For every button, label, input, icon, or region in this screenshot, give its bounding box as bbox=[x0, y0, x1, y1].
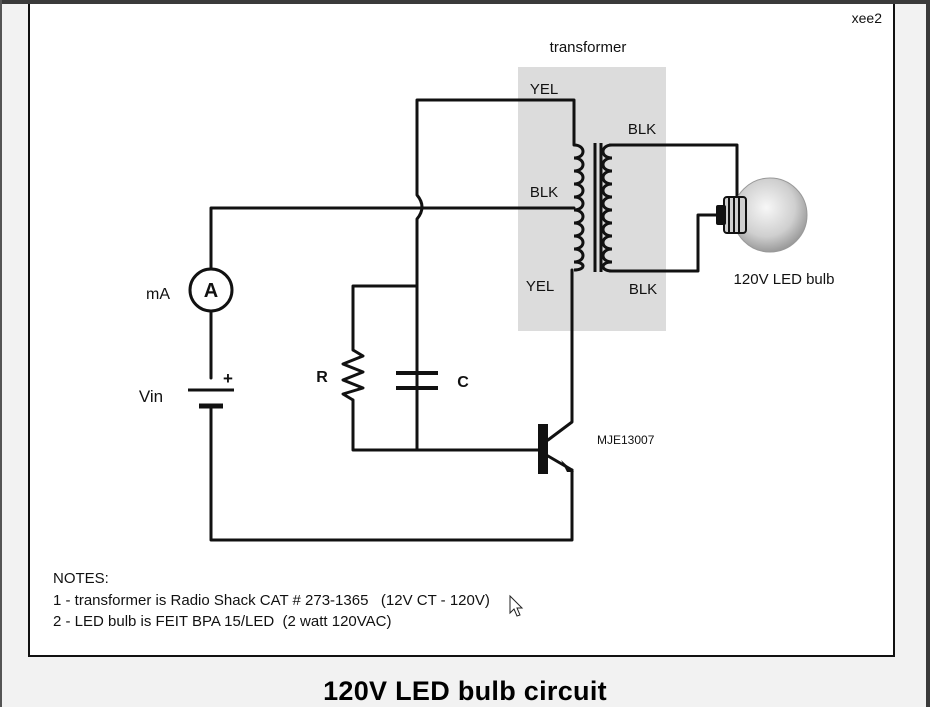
wire-top-yel bbox=[415, 98, 576, 452]
bulb-label: 120V LED bulb bbox=[734, 271, 835, 288]
window-left-edge bbox=[0, 0, 2, 707]
wire-center-tap bbox=[209, 206, 576, 270]
note-line-2: 2 - LED bulb is FEIT BPA 15/LED (2 watt … bbox=[53, 613, 391, 630]
wire-secondary-bottom bbox=[608, 213, 720, 273]
wire-rc-top bbox=[351, 284, 419, 352]
secondary-top-label: BLK bbox=[628, 121, 656, 138]
wire-res-bottom bbox=[351, 398, 540, 452]
diagram-caption: 120V LED bulb circuit bbox=[323, 676, 607, 706]
primary-center-label: BLK bbox=[530, 184, 558, 201]
resistor-symbol bbox=[341, 348, 365, 402]
transformer-box bbox=[518, 67, 666, 331]
transistor-base-bar bbox=[538, 424, 548, 474]
window-right-edge bbox=[926, 0, 930, 707]
ammeter-symbol: A bbox=[204, 280, 218, 302]
diagram-panel bbox=[28, 4, 895, 657]
primary-bottom-label: YEL bbox=[526, 278, 554, 295]
mouse-cursor-icon bbox=[509, 594, 524, 617]
secondary-coil bbox=[601, 143, 613, 273]
supply-label: Vin bbox=[139, 387, 163, 406]
primary-top-label: YEL bbox=[530, 81, 558, 98]
transformer-label: transformer bbox=[550, 39, 627, 56]
diagram-tag: xee2 bbox=[852, 10, 883, 26]
secondary-bottom-label: BLK bbox=[629, 281, 657, 298]
resistor-label: R bbox=[316, 369, 328, 386]
wire-secondary-top bbox=[608, 143, 739, 212]
window-top-edge bbox=[0, 0, 930, 4]
note-line-1: 1 - transformer is Radio Shack CAT # 273… bbox=[53, 592, 490, 609]
primary-coil bbox=[573, 143, 585, 272]
wire-bottom-yel bbox=[546, 268, 574, 442]
meter-unit-label: mA bbox=[146, 286, 170, 303]
ammeter-circle bbox=[188, 267, 234, 313]
led-bulb-icon bbox=[716, 177, 808, 253]
notes-heading: NOTES: bbox=[53, 570, 109, 587]
transistor-emitter-arrow bbox=[561, 460, 574, 472]
capacitor-label: C bbox=[457, 374, 469, 391]
transistor-label: MJE13007 bbox=[597, 433, 655, 447]
supply-polarity: + bbox=[223, 369, 233, 388]
wire-battery-bottom bbox=[209, 404, 574, 542]
